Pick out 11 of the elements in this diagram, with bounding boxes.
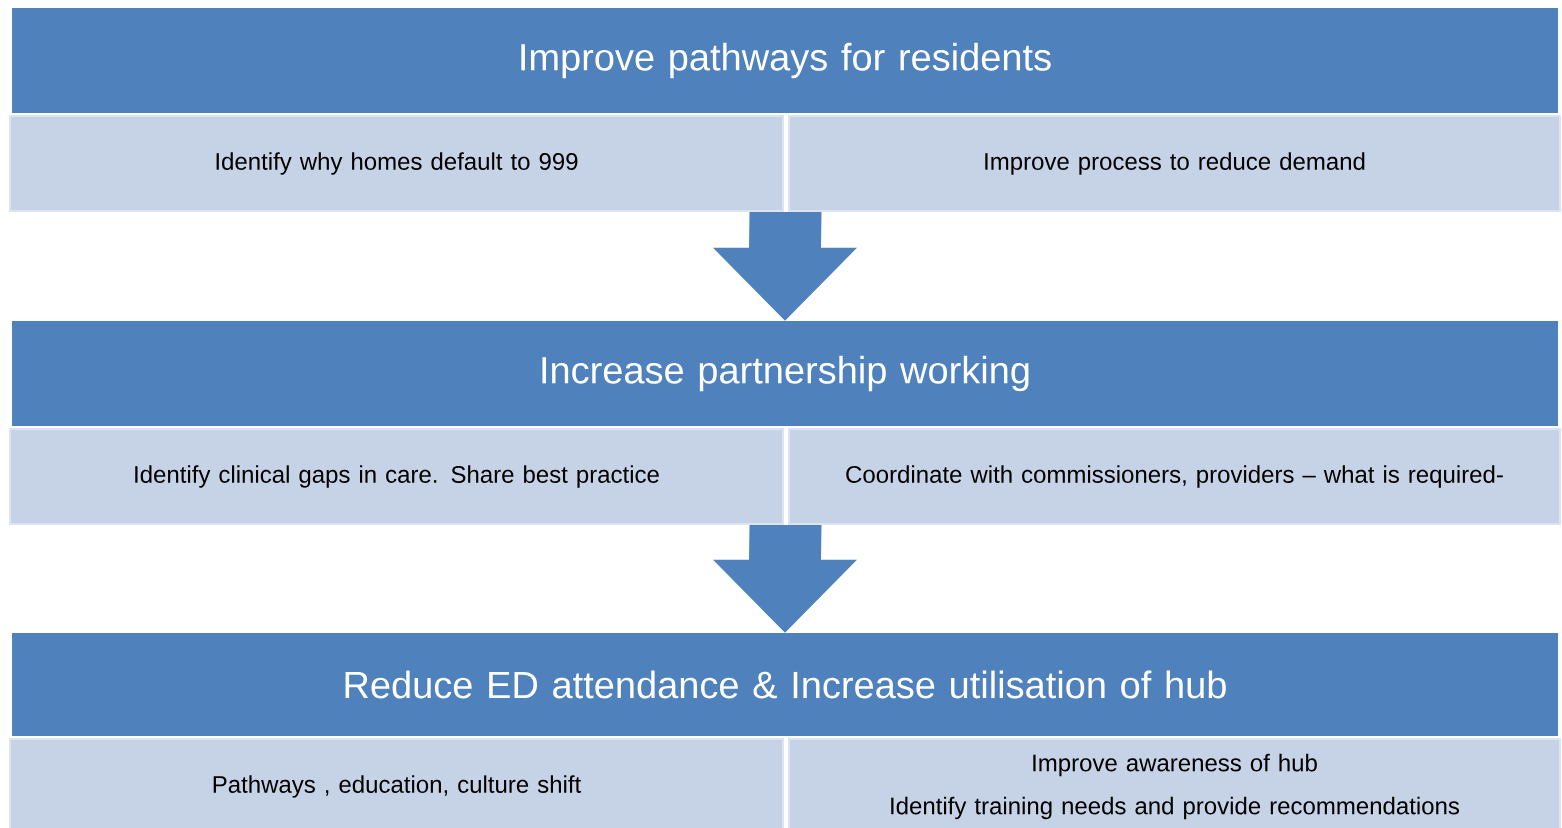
- header-band: Increase partnership working: [12, 321, 1558, 426]
- item-box: Identify clinical gaps in care. Share best practice: [9, 428, 784, 525]
- header-band: Improve pathways for residents: [12, 8, 1558, 113]
- block-arrow: [713, 525, 857, 633]
- block-arrow: [713, 212, 857, 321]
- item-box: Coordinate with commissioners, providers – what is required-: [788, 428, 1561, 525]
- item-box: Identify why homes default to 999: [9, 115, 784, 212]
- header-band: Reduce ED attendance & Increase utilisation of hub: [12, 633, 1558, 736]
- item-box: Pathways , education, culture shift: [9, 738, 784, 828]
- item-box: Improve process to reduce demand: [788, 115, 1561, 212]
- item-box: Improve awareness of hub Identify training needs and provide recommendations: [788, 738, 1561, 828]
